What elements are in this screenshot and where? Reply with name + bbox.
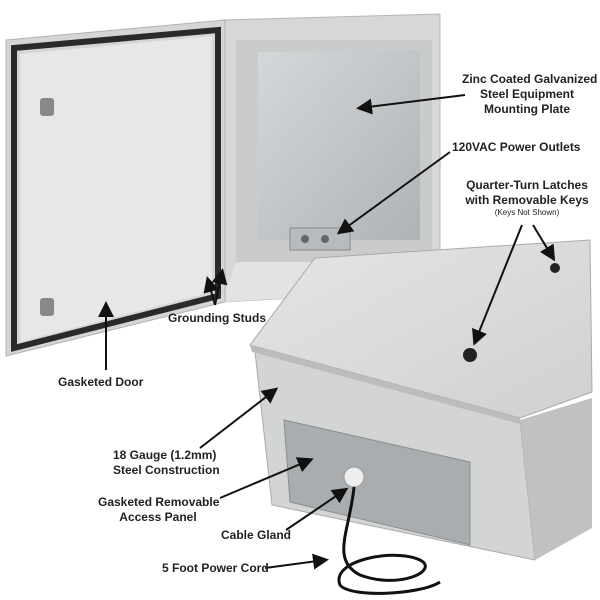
callout-arrows <box>98 94 556 570</box>
callout-text: Steel Construction <box>113 463 220 477</box>
closed-enclosure <box>249 239 593 595</box>
access-panel <box>283 419 471 546</box>
latch-back <box>550 263 560 273</box>
door <box>5 19 226 357</box>
cable-gland <box>343 466 365 488</box>
callout-cable-gland: Cable Gland <box>221 528 292 542</box>
mounting-plate <box>258 50 420 240</box>
callout-text: Gasketed Removable <box>98 495 220 509</box>
door-latch-bottom <box>40 298 54 316</box>
callout-text: with Removable Keys <box>465 193 589 207</box>
callout-text: Steel Equipment <box>479 87 574 101</box>
callout-mounting-plate: Zinc Coated Galvanized Steel Equipment M… <box>462 72 598 117</box>
callout-latches: Quarter-Turn Latches with Removable Keys… <box>460 178 594 218</box>
door-latch-top <box>40 98 54 116</box>
latch-front <box>463 348 477 362</box>
door-gasket <box>11 26 221 352</box>
callout-text: 18 Gauge (1.2mm) <box>113 448 217 462</box>
callout-access-panel: Gasketed Removable Access Panel <box>98 495 220 525</box>
callout-text: Mounting Plate <box>484 102 570 116</box>
callout-note: (Keys Not Shown) <box>494 208 560 217</box>
callout-text: Quarter-Turn Latches <box>466 178 588 192</box>
callout-text: Zinc Coated Galvanized <box>462 72 598 86</box>
callout-gasketed-door: Gasketed Door <box>58 375 144 389</box>
callout-power-cord: 5 Foot Power Cord <box>162 561 269 575</box>
callout-steel: 18 Gauge (1.2mm) Steel Construction <box>113 448 220 478</box>
open-cabinet <box>221 13 441 303</box>
callout-grounding-studs: Grounding Studs <box>168 311 266 325</box>
power-cord <box>337 486 441 595</box>
power-outlet-box <box>289 227 351 251</box>
callout-outlets: 120VAC Power Outlets <box>452 140 581 154</box>
callout-text: Access Panel <box>119 510 197 524</box>
